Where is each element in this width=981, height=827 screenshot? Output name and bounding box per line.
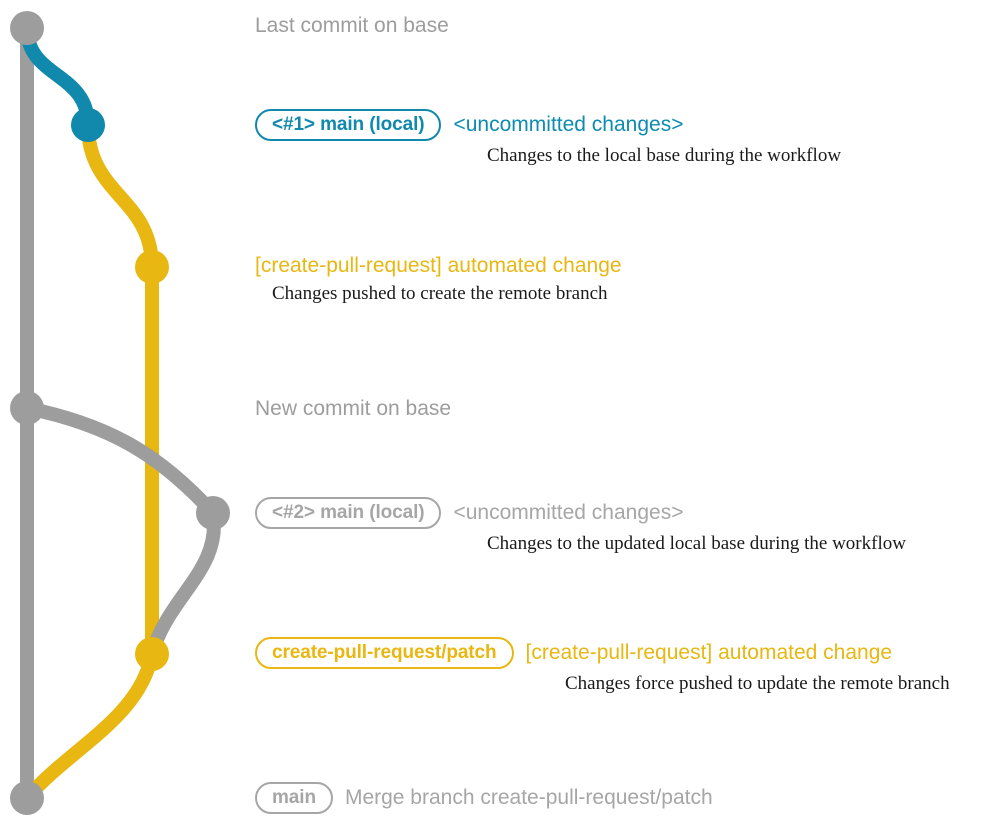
heading-last-commit-on-base: Last commit on base	[255, 14, 449, 37]
entry-merge-commit: main Merge branch create-pull-request/pa…	[255, 782, 713, 814]
subject-local-uncommitted-2: <uncommitted changes>	[453, 501, 684, 524]
badge-row-local-2: <#2> main (local) <uncommitted changes>	[255, 497, 906, 529]
node-merge-commit[interactable]	[10, 781, 44, 815]
node-last-commit-on-base[interactable]	[10, 11, 44, 45]
badge-row-local-1: <#1> main (local) <uncommitted changes>	[255, 109, 841, 141]
entry-local-uncommitted-1: <#1> main (local) <uncommitted changes> …	[255, 109, 841, 168]
node-local-uncommitted-2[interactable]	[196, 496, 230, 530]
subject-automated-change-2: [create-pull-request] automated change	[525, 641, 893, 664]
branch-badge-main[interactable]: main	[255, 782, 333, 814]
subject-automated-change-1: [create-pull-request] automated change	[255, 254, 622, 277]
node-automated-change-1[interactable]	[135, 250, 169, 284]
description-automated-change-1: Changes pushed to create the remote bran…	[272, 283, 608, 304]
edge-base-to-local-2	[20, 401, 220, 520]
description-automated-change-2: Changes force pushed to update the remot…	[565, 673, 950, 694]
branch-badge-create-pull-request-patch[interactable]: create-pull-request/patch	[255, 637, 514, 669]
edge-local-1-to-patch-1	[81, 118, 159, 274]
edge-local-2-to-patch-2	[145, 506, 221, 661]
node-local-uncommitted-1[interactable]	[71, 108, 105, 142]
subject-merge-commit: Merge branch create-pull-request/patch	[344, 786, 713, 809]
heading-new-commit-on-base: New commit on base	[255, 397, 452, 420]
description-local-uncommitted-1: Changes to the local base during the wor…	[487, 145, 842, 166]
description-local-uncommitted-2: Changes to the updated local base during…	[487, 533, 906, 554]
branch-badge-main-local-1[interactable]: <#1> main (local)	[255, 109, 442, 141]
subject-local-uncommitted-1: <uncommitted changes>	[453, 113, 684, 136]
entry-local-uncommitted-2: <#2> main (local) <uncommitted changes> …	[255, 497, 906, 556]
branch-badge-main-local-2[interactable]: <#2> main (local)	[255, 497, 442, 529]
entry-automated-change-1: [create-pull-request] automated change C…	[255, 253, 622, 306]
edge-patch-2-to-merge	[20, 647, 159, 805]
badge-row-automated-2: create-pull-request/patch [create-pull-r…	[255, 637, 950, 669]
badge-row-merge: main Merge branch create-pull-request/pa…	[255, 782, 713, 814]
entry-new-commit-on-base: New commit on base	[255, 396, 451, 422]
node-automated-change-2[interactable]	[135, 637, 169, 671]
entry-last-commit-on-base: Last commit on base	[255, 13, 449, 39]
badge-row-automated-1: [create-pull-request] automated change	[255, 253, 622, 279]
node-new-commit-on-base[interactable]	[10, 391, 44, 425]
entry-automated-change-2: create-pull-request/patch [create-pull-r…	[255, 637, 950, 696]
